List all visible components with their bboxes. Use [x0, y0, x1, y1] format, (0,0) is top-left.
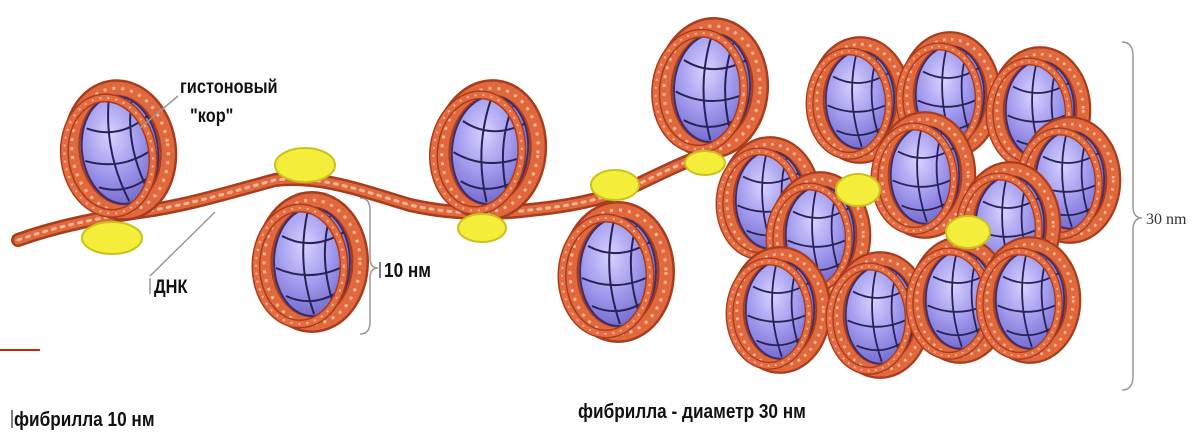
label-10nm: 10 нм [384, 261, 431, 281]
label-fibril-30nm: фибрилла - диаметр 30 нм [578, 402, 806, 422]
label-dna: ДНК [154, 278, 187, 297]
label-histone-core-line2: "кор" [190, 107, 233, 126]
nucleosome-5 [652, 22, 764, 153]
bracket-30nm [1122, 42, 1142, 390]
fibril-30nm-cluster [720, 39, 1114, 371]
label-30nm: 30 nm [1146, 212, 1186, 228]
label-histone-core-line1: гистоновый [180, 78, 278, 97]
nucleosome-2 [256, 200, 360, 324]
nucleosome-1 [56, 82, 176, 219]
nucleosome-3 [428, 82, 544, 216]
label-fibril-10nm: фибрилла 10 нм [14, 410, 155, 430]
nucleosome-4 [562, 210, 666, 334]
